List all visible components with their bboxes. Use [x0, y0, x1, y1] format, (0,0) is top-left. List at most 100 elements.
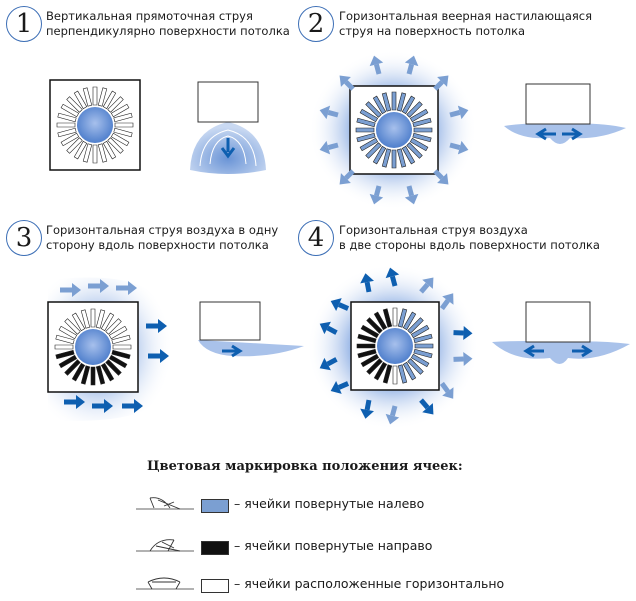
- diffuser-slat: [412, 117, 432, 128]
- diffuser-slat: [107, 137, 124, 154]
- legend-swatch-left: [201, 499, 229, 513]
- diffuser-slat: [102, 140, 117, 160]
- diffuser-slat: [402, 311, 417, 331]
- diffuser-slat: [410, 353, 430, 368]
- airflow-arrow-icon: [122, 399, 143, 413]
- diffuser-slat: [55, 334, 75, 345]
- panel-4-side-view: [492, 301, 630, 364]
- diffuser-slat: [413, 348, 433, 359]
- diffuser-slat: [71, 312, 86, 332]
- diffuser-slat: [92, 86, 98, 106]
- diffuser-slat: [82, 87, 93, 107]
- slat-horizontal-icon: [136, 577, 194, 590]
- diffuser-slat: [58, 354, 78, 369]
- legend-item-horizontal: – ячейки расположенные горизонтально: [134, 572, 554, 598]
- diffuser-slat: [113, 112, 133, 123]
- diffuser-slat: [382, 308, 393, 328]
- diffuser-slat: [407, 317, 424, 334]
- diffuser-slat: [57, 127, 77, 138]
- slat-left-icon: [136, 497, 194, 510]
- airflow-arrow-icon: [439, 381, 454, 399]
- diffuser-slat: [357, 333, 377, 344]
- diffuser-slat: [113, 127, 133, 138]
- diffuser-slat: [372, 145, 387, 165]
- panel-3-diffuser-top-view: [47, 277, 173, 421]
- panel-3-number-badge: 3: [6, 220, 42, 256]
- diffuser-slat: [110, 132, 130, 147]
- slat-right-icon: [136, 539, 194, 552]
- diffuser-slat: [73, 140, 88, 160]
- diffuser-slat: [365, 101, 382, 118]
- airflow-arrow-icon: [453, 326, 473, 341]
- panel-4-number-badge: 4: [298, 220, 334, 256]
- diffuser-slat: [356, 132, 376, 143]
- legend-title: Цветовая маркировка положения ячеек:: [147, 459, 463, 474]
- diffuser-slat: [111, 334, 131, 345]
- airflow-arrow-icon: [433, 169, 449, 185]
- diffuser-slat: [57, 112, 77, 123]
- diffuser-slat: [110, 103, 130, 118]
- diffuser-slat: [401, 95, 416, 115]
- diffuser-slat: [373, 311, 388, 331]
- panel-4-diffuser-top-view: [307, 264, 479, 430]
- diffuser-slat: [412, 132, 432, 143]
- diffuser-slat: [108, 325, 128, 340]
- diffuser-slat: [413, 127, 433, 133]
- diffuser-slat: [114, 122, 134, 128]
- legend-swatch-horizontal: [201, 579, 229, 593]
- diffuser-slat: [413, 333, 433, 344]
- diffuser-slat: [56, 122, 76, 128]
- diffuser-slat: [97, 87, 108, 107]
- diffuser-slat: [92, 144, 98, 164]
- airflow-arrow-icon: [148, 349, 169, 363]
- airflow-arrow-icon: [330, 298, 350, 312]
- diffuser-slat: [366, 317, 383, 334]
- diffuser-slat: [54, 344, 74, 350]
- diffuser-slat: [360, 353, 380, 368]
- diffuser-slat: [100, 362, 115, 382]
- airflow-arrow-icon: [60, 283, 81, 297]
- diffuser-slat: [60, 132, 80, 147]
- airflow-arrow-icon: [319, 357, 338, 371]
- diffuser-slat: [406, 142, 423, 159]
- diffuser-slat: [365, 142, 382, 159]
- legend-item-left: – ячейки повернутые налево: [134, 492, 554, 518]
- diffuser-slat: [95, 309, 106, 329]
- diffuser-slat: [356, 117, 376, 128]
- diffuser-slat: [105, 359, 122, 376]
- airflow-arrow-icon: [339, 75, 355, 91]
- panel-2-side-view: [504, 83, 626, 144]
- diffuser-slat: [80, 309, 91, 329]
- airflow-arrow-icon: [419, 398, 434, 415]
- diffuser-slat: [64, 318, 81, 335]
- diffuser-slat: [97, 143, 108, 163]
- diffuser-slat: [58, 325, 78, 340]
- diffuser-slat: [355, 127, 375, 133]
- diffuser-slat: [402, 361, 417, 381]
- diffuser-slat: [102, 90, 117, 110]
- airflow-arrow-icon: [360, 273, 374, 293]
- diffuser-slat: [409, 137, 429, 152]
- diffuser-slat: [359, 137, 379, 152]
- diffuser-slat: [71, 362, 86, 382]
- legend-swatch-right: [201, 541, 229, 555]
- diffuser-slat: [392, 307, 398, 327]
- airflow-arrow-icon: [88, 279, 109, 293]
- diffuser-slat: [406, 101, 423, 118]
- diffuser-slat: [82, 143, 93, 163]
- airflow-arrow-icon: [439, 293, 454, 311]
- panel-2-diffuser-top-view: [309, 50, 477, 210]
- diffuser-slat: [382, 364, 393, 384]
- diffuser-slat: [396, 92, 407, 112]
- airflow-arrow-icon: [92, 399, 113, 413]
- diffuser-slat: [391, 149, 397, 169]
- diffuser-slat: [409, 108, 429, 123]
- diffuser-slat: [356, 343, 376, 349]
- diffuser-slat: [360, 324, 380, 339]
- panel-1-number-badge: 1: [6, 6, 42, 42]
- diffuser-slat: [108, 354, 128, 369]
- diffuser-slat: [357, 348, 377, 359]
- diffuser-slat: [80, 365, 91, 385]
